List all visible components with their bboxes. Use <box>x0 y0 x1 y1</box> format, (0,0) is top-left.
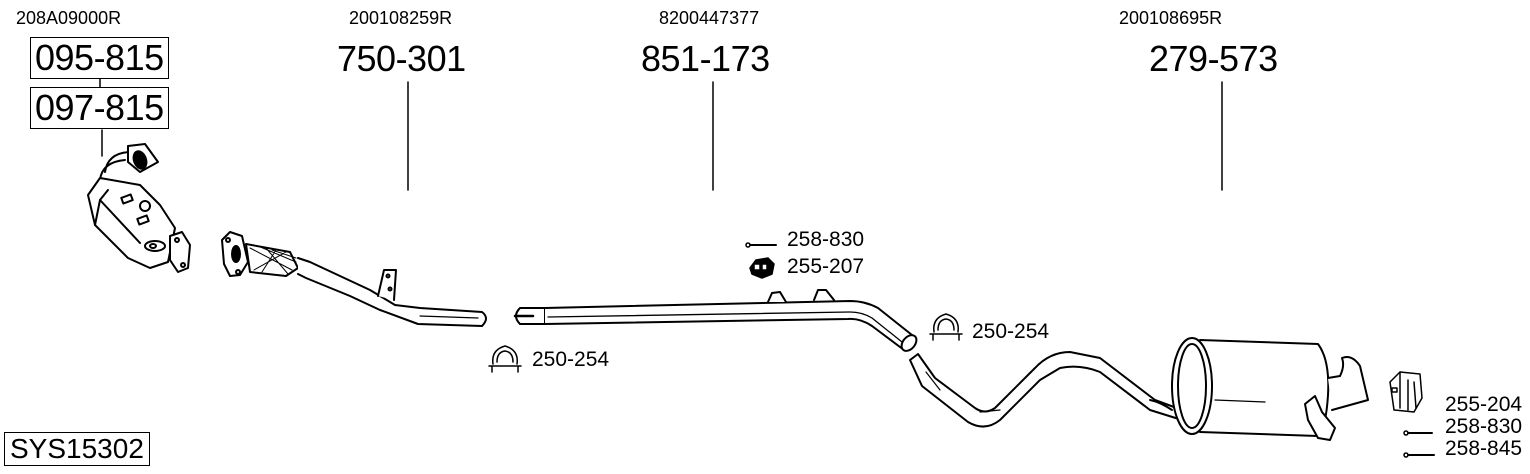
accessory-bolt-2[interactable]: 258-830 <box>1445 415 1523 438</box>
front-pipe-drawing[interactable] <box>221 231 487 327</box>
accessory-bolt-3[interactable]: 258-845 <box>1445 437 1523 460</box>
bolt-icon[interactable] <box>1403 430 1433 436</box>
oe-number-rear-silencer: 200108695R <box>1119 8 1223 28</box>
catalytic-converter-drawing[interactable] <box>87 143 191 273</box>
intermediate-pipe-drawing[interactable] <box>513 289 919 354</box>
bolt-icon[interactable] <box>745 242 777 248</box>
rear-silencer-drawing[interactable] <box>1149 337 1369 441</box>
accessory-bolt-1[interactable]: 258-830 <box>787 228 865 251</box>
clamp-icon[interactable] <box>488 345 522 373</box>
part-number-front-pipe[interactable]: 750-301 <box>337 38 466 79</box>
accessory-clamp-1[interactable]: 250-254 <box>532 348 610 371</box>
accessory-bracket[interactable]: 255-204 <box>1445 393 1523 416</box>
rubber-mount-icon[interactable] <box>749 257 775 279</box>
accessory-rubber-mount[interactable]: 255-207 <box>787 255 865 278</box>
part-number-catalyst-1[interactable]: 095-815 <box>30 37 169 79</box>
part-number-catalyst-2[interactable]: 097-815 <box>30 87 169 129</box>
bolt-icon[interactable] <box>1403 452 1435 458</box>
part-number-intermediate-pipe[interactable]: 851-173 <box>641 38 770 79</box>
accessory-clamp-2[interactable]: 250-254 <box>972 320 1050 343</box>
clamp-icon[interactable] <box>929 313 963 341</box>
oe-number-front-pipe: 200108259R <box>349 8 453 28</box>
bracket-icon[interactable] <box>1389 371 1423 413</box>
mid-pipe-drawing[interactable] <box>909 351 1183 428</box>
oe-number-intermediate-pipe: 8200447377 <box>659 8 760 28</box>
oe-number-catalyst: 208A09000R <box>16 8 122 28</box>
diagram-id: SYS15302 <box>4 432 150 466</box>
part-number-rear-silencer[interactable]: 279-573 <box>1149 38 1278 79</box>
